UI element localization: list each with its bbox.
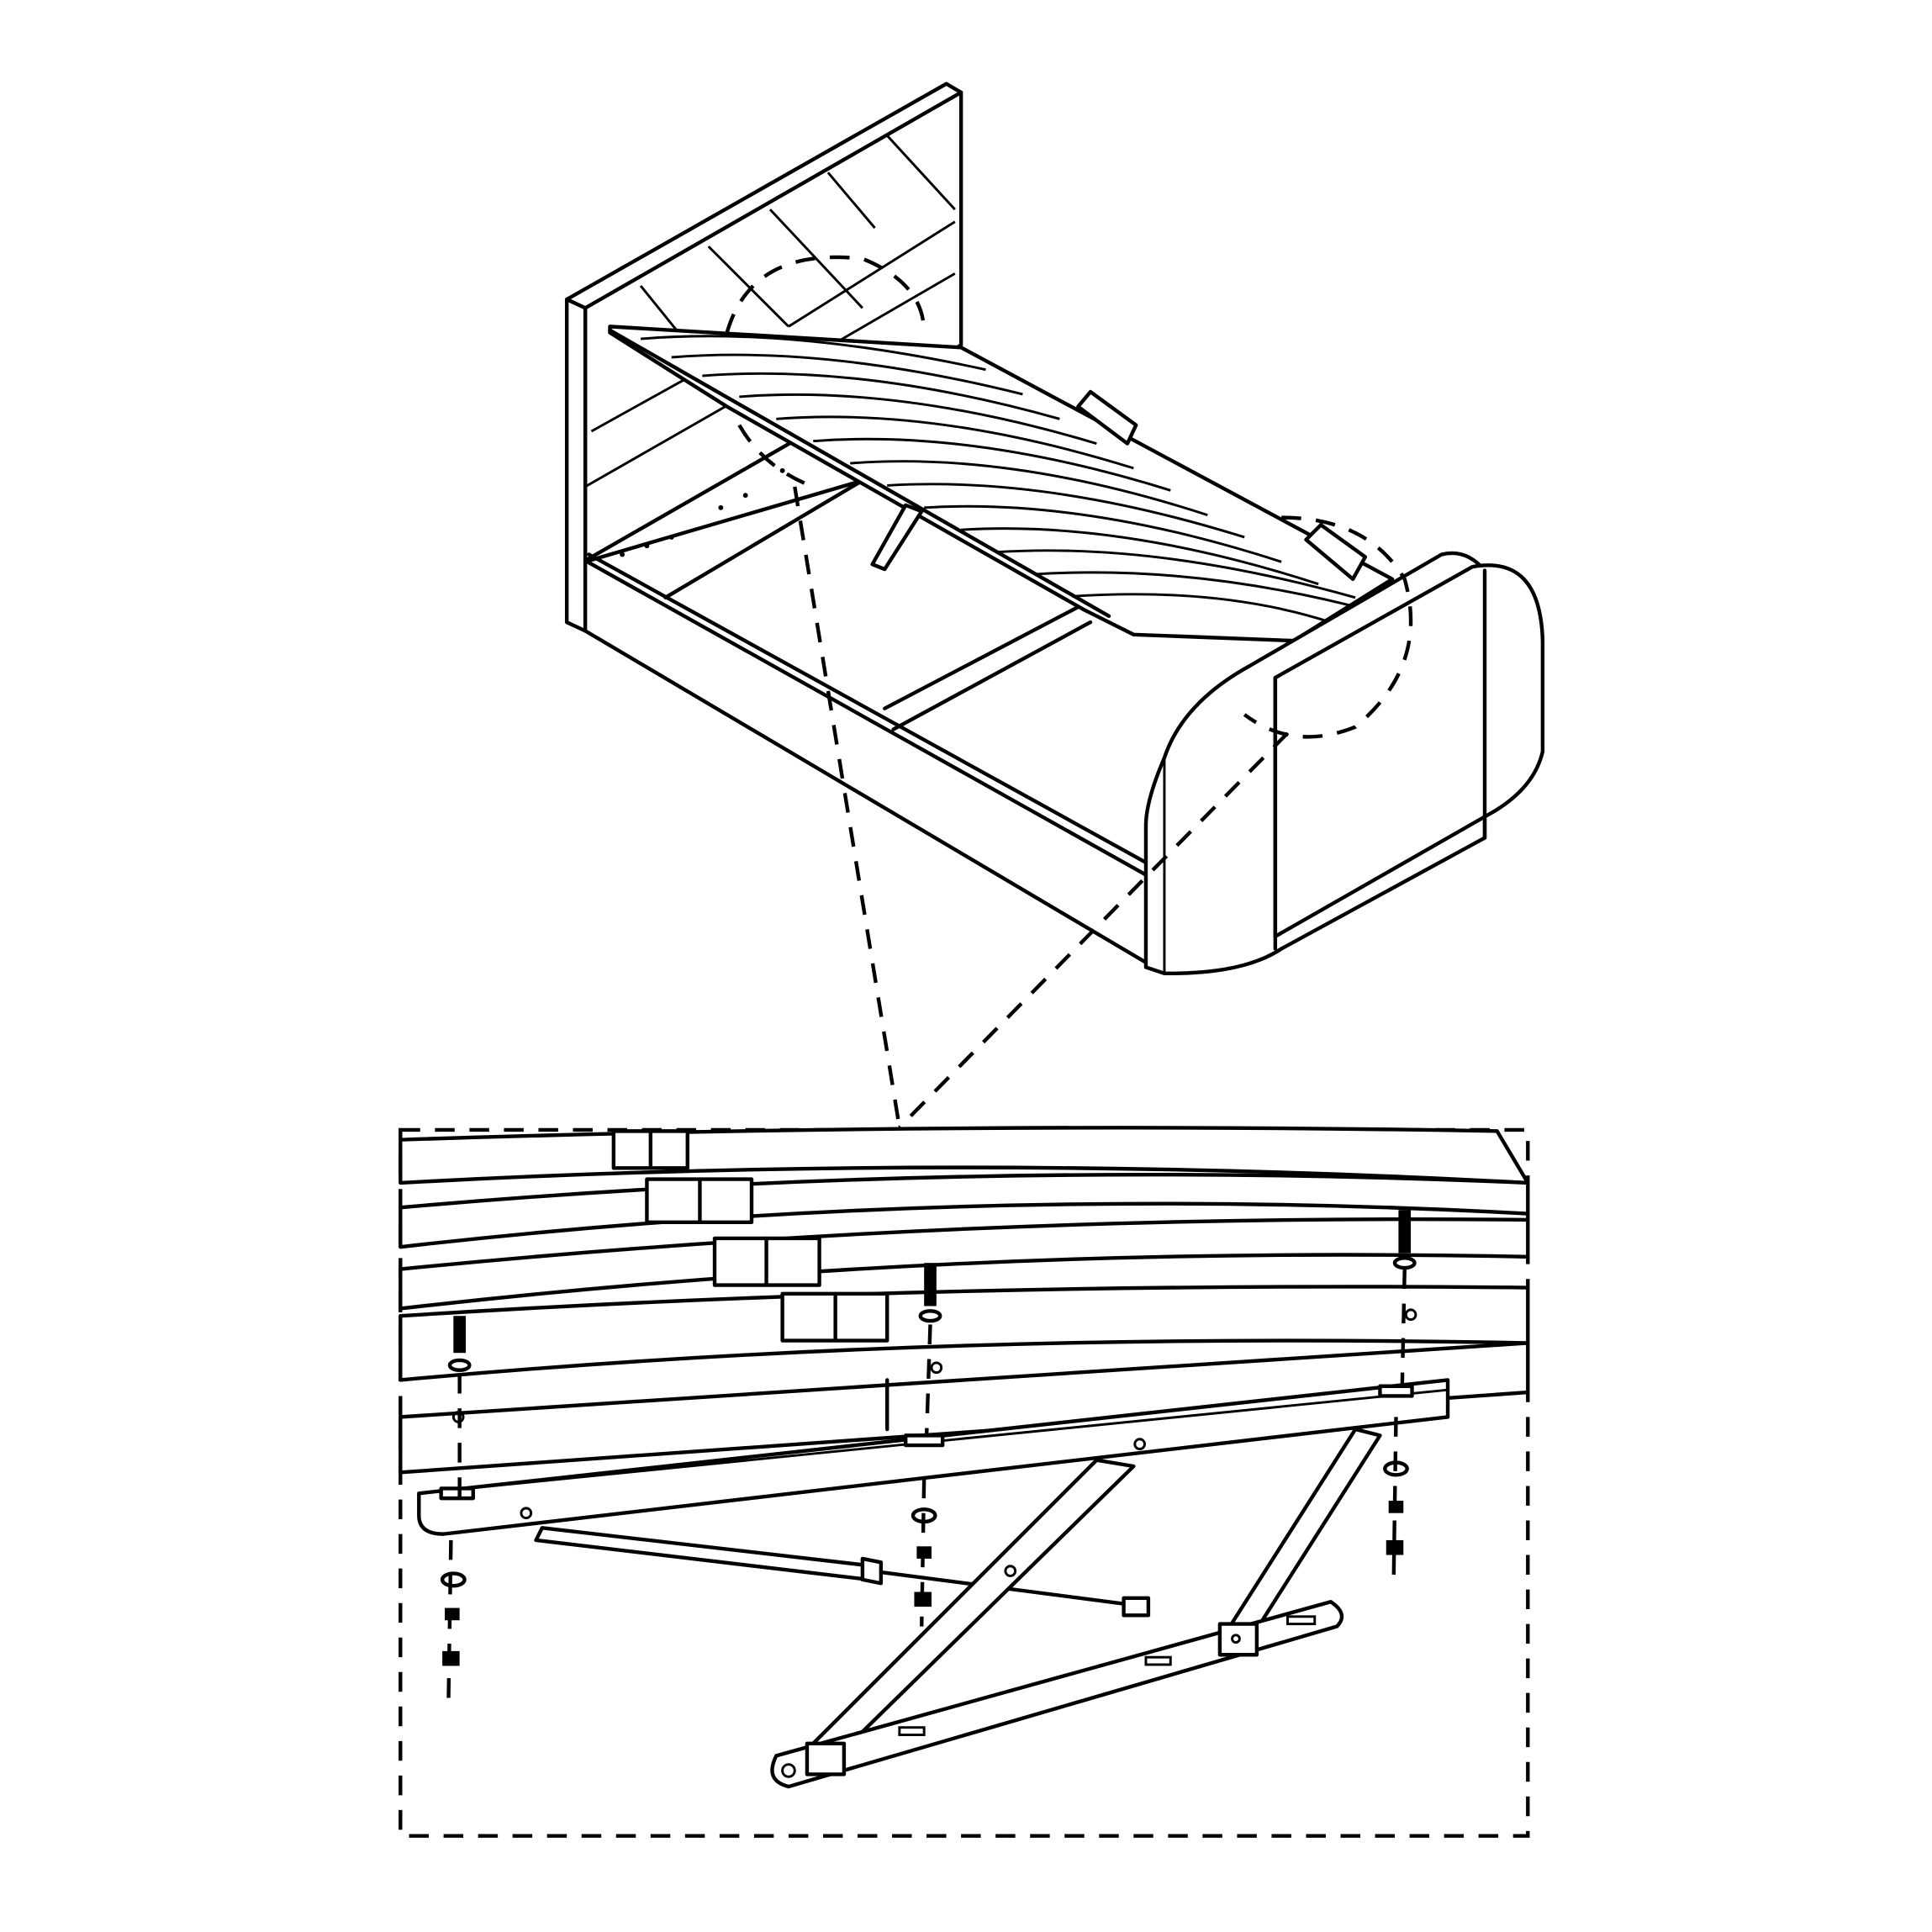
screw-holes [620, 467, 785, 557]
slat-holders [611, 1129, 889, 1343]
footboard [1143, 515, 1545, 975]
headboard [564, 82, 963, 633]
strap-tab [870, 503, 924, 572]
detail-slats [399, 1126, 1530, 1382]
lift-handle [1076, 389, 1138, 446]
lifted-slat-frame [608, 325, 1395, 643]
scissor-arms [770, 1427, 1382, 1789]
bolt [1383, 1210, 1417, 1590]
callout-leader-lines [793, 486, 1290, 1129]
slats [640, 335, 1369, 624]
lift-handle [1304, 523, 1368, 582]
fasteners [440, 1210, 1417, 1701]
detail-view [399, 1126, 1530, 1838]
side-rail [399, 1308, 1530, 1475]
bed-base [583, 467, 1167, 975]
bolt [911, 1263, 942, 1627]
lift-mechanism-bar [417, 1378, 1450, 1536]
ottoman-bed [564, 82, 1545, 1129]
bolt [440, 1316, 472, 1701]
